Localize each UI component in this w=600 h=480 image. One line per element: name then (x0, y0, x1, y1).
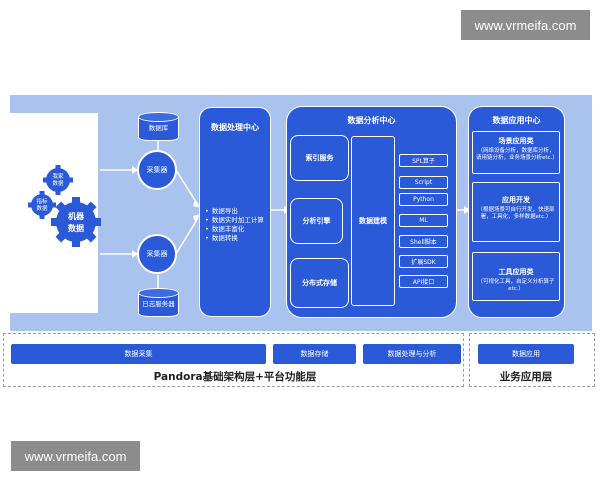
distributed-storage-box: 分布式存储 (290, 258, 349, 308)
tool-spl: SPL算子 (399, 154, 448, 167)
tool-ml: ML (399, 214, 448, 227)
analysis-engine-box: 分析引擎 (290, 198, 343, 244)
data-processing-analysis-button: 数据处理与分析 (363, 344, 461, 364)
log-server-cylinder: 日志服务器 (138, 288, 179, 317)
index-service-box: 索引服务 (290, 135, 349, 181)
tool-sdk: 扩展SDK (399, 255, 448, 268)
tool-python: Python (399, 193, 448, 206)
business-layer-label: 业务应用层 (499, 371, 553, 383)
processing-item: 数据丰富化 (205, 225, 264, 234)
collector-bottom: 采集器 (137, 234, 177, 274)
watermark-bottom: www.vrmeifa.com (11, 441, 140, 471)
platform-layer (3, 333, 464, 387)
database-label: 数据库 (148, 124, 169, 132)
database-cylinder: 数据库 (138, 112, 179, 141)
log-server-label: 日志服务器 (142, 300, 175, 308)
processing-item: 数据实时加工计算 (205, 216, 264, 225)
tool-shell: Shell脚本 (399, 235, 448, 248)
business-layer (469, 333, 595, 387)
app-card-scenario: 场景应用类 （网络设备分析，数据库分析，请用链分析，业务场景分析etc.） (472, 131, 560, 174)
app-card-desc: （网络设备分析，数据库分析，请用链分析，业务场景分析etc.） (476, 148, 558, 161)
processing-list: 数据导出 数据实时加工计算 数据丰富化 数据转换 (205, 207, 264, 243)
processing-center: 数据处理中心 数据导出 数据实时加工计算 数据丰富化 数据转换 (199, 107, 271, 317)
gear-top-label-2: 数据 (52, 179, 64, 187)
app-card-heading: 应用开发 (502, 196, 530, 204)
gear-left-label-1: 指标 (36, 197, 48, 205)
application-title: 数据应用中心 (492, 116, 541, 125)
processing-item: 数据导出 (205, 207, 264, 216)
app-card-heading: 工具应用类 (498, 268, 534, 276)
data-application-button: 数据应用 (478, 344, 574, 364)
collector-top: 采集器 (137, 150, 177, 190)
watermark-top: www.vrmeifa.com (461, 10, 590, 40)
data-collection-button: 数据采集 (11, 344, 266, 364)
gear-big-label-2: 数据 (68, 223, 84, 233)
gear-big-label-1: 机器 (68, 211, 85, 221)
tool-script: Script (399, 176, 448, 189)
tool-api: API接口 (399, 275, 448, 288)
app-card-desc: （可视化工具，自定义分析算子etc.） (477, 279, 555, 292)
gear-left-label-2: 数据 (36, 204, 48, 212)
app-card-desc: （根据场景可自行开发，快速部署，工具化，多样数据etc.） (477, 207, 555, 220)
processing-item: 数据转换 (205, 234, 264, 243)
gear-top-label-1: 我家 (52, 172, 64, 180)
app-card-tools: 工具应用类 （可视化工具，自定义分析算子etc.） (472, 252, 560, 301)
data-modeling-box: 数据建模 (351, 136, 395, 306)
app-card-development: 应用开发 （根据场景可自行开发，快速部署，工具化，多样数据etc.） (472, 182, 560, 242)
analysis-title: 数据分析中心 (347, 116, 396, 125)
platform-layer-label: Pandora基础架构层+平台功能层 (153, 371, 317, 383)
gears-icon: 我家 数据 指标 数据 机器 数据 (28, 165, 101, 247)
data-storage-button: 数据存储 (273, 344, 356, 364)
app-card-heading: 场景应用类 (498, 137, 534, 145)
processing-title: 数据处理中心 (211, 123, 259, 132)
